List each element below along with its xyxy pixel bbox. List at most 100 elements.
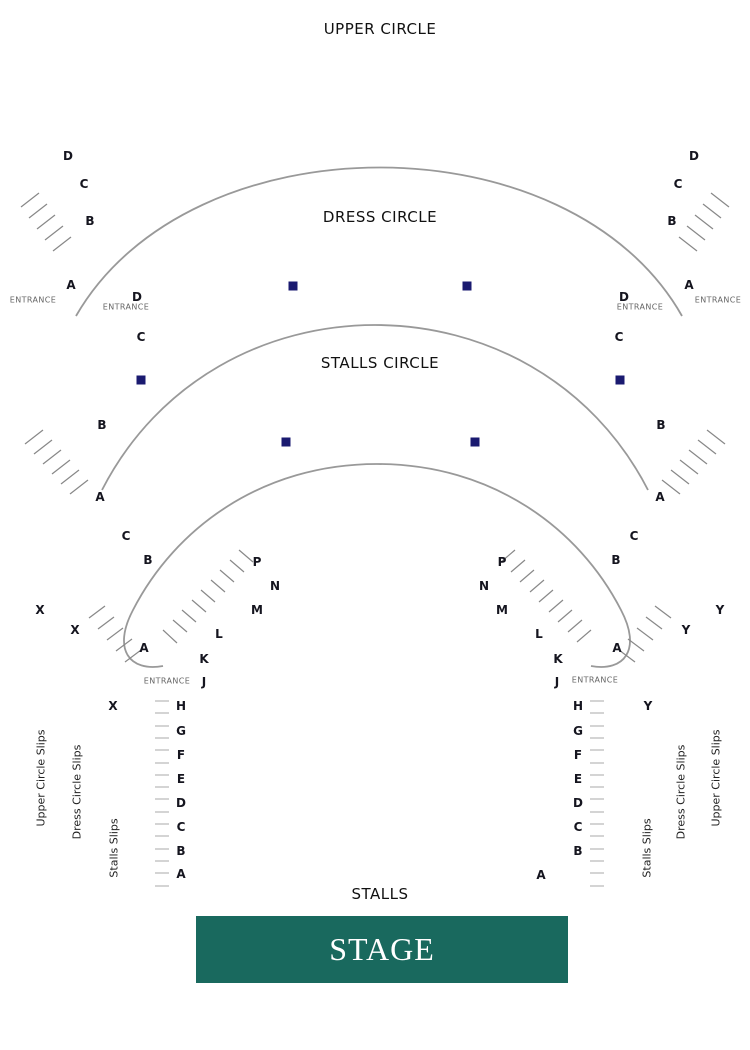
row-dash [155, 872, 169, 874]
row-letter-m: M [251, 603, 263, 617]
row-dash [155, 712, 169, 714]
row-letter-h: H [572, 699, 584, 713]
row-letter-c: C [614, 330, 624, 344]
row-letter-a: A [612, 641, 622, 655]
row-dash [155, 774, 169, 776]
row-letter-n: N [269, 579, 281, 593]
row-letter-p: P [252, 555, 262, 569]
stalls-slips-hatch-right [618, 605, 672, 663]
row-letter-y: Y [643, 699, 653, 713]
row-letter-g: G [573, 724, 583, 738]
row-letter-l: L [215, 627, 223, 641]
stalls-circle-arc [101, 324, 649, 491]
row-letter-a: A [95, 490, 105, 504]
row-dash [590, 712, 604, 714]
section-marker [281, 437, 291, 447]
row-letter-j: J [201, 675, 207, 689]
row-letter-b: B [85, 214, 95, 228]
row-dash [590, 737, 604, 739]
row-dash [590, 823, 604, 825]
row-dash [590, 749, 604, 751]
section-marker [615, 375, 625, 385]
row-letter-b: B [573, 844, 583, 858]
row-letter-y: Y [715, 603, 725, 617]
row-dash [155, 798, 169, 800]
row-dash [590, 774, 604, 776]
row-dash [155, 700, 169, 702]
slips-label: Stalls Slips [107, 818, 121, 878]
row-letter-y: Y [681, 623, 691, 637]
entrance-label: ENTRANCE [694, 295, 742, 305]
row-dash [155, 885, 169, 886]
upper-circle-slips-hatch-right [678, 192, 730, 252]
row-dash [155, 786, 169, 788]
row-letter-l: L [535, 627, 543, 641]
row-dash [590, 872, 604, 874]
row-letter-b: B [667, 214, 677, 228]
row-letter-a: A [684, 278, 694, 292]
row-letter-d: D [619, 290, 629, 304]
row-letter-d: D [573, 796, 583, 810]
upper-circle-label: UPPER CIRCLE [323, 20, 437, 38]
row-letter-h: H [175, 699, 187, 713]
entrance-label: ENTRANCE [9, 295, 57, 305]
upper-circle-slips-hatch-left [20, 192, 72, 252]
row-dash [590, 762, 604, 763]
row-dash [590, 725, 604, 727]
row-dash [590, 786, 604, 788]
row-letter-d: D [132, 290, 142, 304]
stalls-circle-label: STALLS CIRCLE [320, 354, 440, 372]
stalls-arc-ticks-right [500, 549, 592, 643]
row-dash [590, 700, 604, 702]
row-letter-a: A [139, 641, 149, 655]
row-letter-e: E [176, 772, 186, 786]
entrance-label: ENTRANCE [102, 302, 150, 312]
row-letter-c: C [176, 820, 186, 834]
row-dash [155, 737, 169, 739]
row-letter-b: B [97, 418, 107, 432]
circle-slips-hatch-right [661, 429, 726, 495]
row-letter-a: A [536, 868, 546, 882]
row-letter-b: B [176, 844, 186, 858]
stalls-arc-ticks-left [162, 549, 254, 644]
row-dash [155, 848, 169, 850]
row-letter-c: C [79, 177, 89, 191]
stage-label: STAGE [329, 931, 435, 967]
row-letter-c: C [136, 330, 146, 344]
row-letter-k: K [553, 652, 563, 666]
row-letter-n: N [478, 579, 490, 593]
stage: STAGE [196, 916, 568, 983]
slips-label: Upper Circle Slips [709, 729, 723, 827]
row-letter-f: F [573, 748, 583, 762]
section-marker [470, 437, 480, 447]
slips-label: Dress Circle Slips [70, 744, 84, 840]
row-dash [590, 798, 604, 800]
row-letter-b: B [656, 418, 666, 432]
row-letter-p: P [497, 555, 507, 569]
row-letter-b: B [143, 553, 153, 567]
row-letter-c: C [573, 820, 583, 834]
row-letter-c: C [121, 529, 131, 543]
entrance-label: ENTRANCE [143, 676, 191, 686]
section-marker [288, 281, 298, 291]
row-letter-x: X [108, 699, 118, 713]
row-dash [590, 860, 604, 862]
slips-label: Stalls Slips [640, 818, 654, 878]
section-marker [136, 375, 146, 385]
slips-label: Dress Circle Slips [674, 744, 688, 840]
row-letter-d: D [689, 149, 699, 163]
stalls-arc [123, 463, 631, 668]
dress-circle-arc [75, 166, 683, 317]
row-dash [590, 885, 604, 886]
stalls-label: STALLS [351, 885, 409, 903]
row-dash [155, 725, 169, 727]
row-letter-c: C [673, 177, 683, 191]
row-letter-d: D [63, 149, 73, 163]
row-dash [155, 835, 169, 837]
row-letter-a: A [176, 867, 186, 881]
row-letter-m: M [496, 603, 508, 617]
slips-label: Upper Circle Slips [34, 729, 48, 827]
row-dash [155, 860, 169, 862]
row-dash [590, 848, 604, 850]
